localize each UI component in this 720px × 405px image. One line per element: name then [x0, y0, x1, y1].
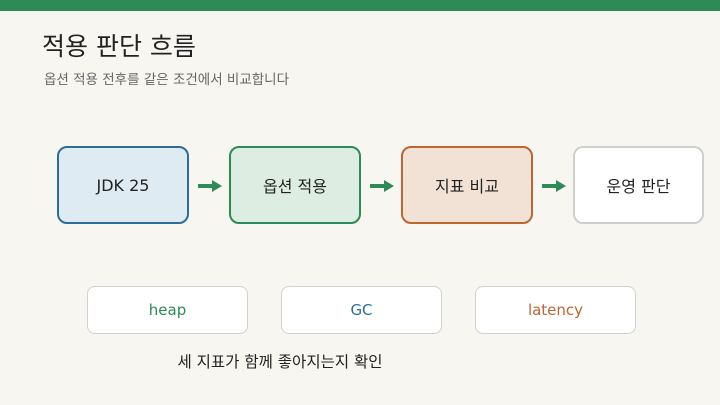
metric-gc: GC [281, 286, 442, 334]
arrow-right-icon [198, 180, 222, 192]
page-title: 적용 판단 흐름 [42, 32, 196, 61]
page-subtitle: 옵션 적용 전후를 같은 조건에서 비교합니다 [44, 72, 290, 88]
top-accent-bar [0, 0, 720, 11]
footnote: 세 지표가 함께 좋아지는지 확인 [177, 353, 383, 371]
arrow-right-icon [542, 180, 566, 192]
flow-step-jdk: JDK 25 [57, 146, 189, 224]
flow-step-compare-metrics: 지표 비교 [401, 146, 533, 224]
metric-latency: latency [475, 286, 636, 334]
flow-step-ops-decision: 운영 판단 [573, 146, 704, 224]
metric-heap: heap [87, 286, 248, 334]
flow-step-apply-option: 옵션 적용 [229, 146, 361, 224]
arrow-right-icon [370, 180, 394, 192]
